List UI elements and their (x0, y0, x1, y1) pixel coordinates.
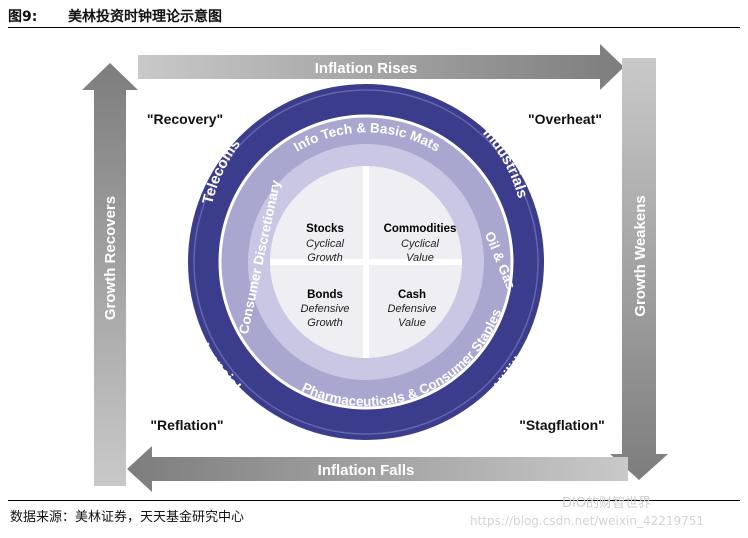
phase-overheat: "Overheat" (528, 111, 602, 127)
ring-arrow-4 (218, 114, 367, 263)
stocks-line1: Cyclical (306, 238, 344, 250)
growth-weakens-arrow: Growth Weakens (610, 58, 668, 480)
figure-number: 图9: (8, 9, 38, 25)
phase-recovery: "Recovery" (147, 111, 223, 127)
ring-arrow-2 (365, 261, 514, 410)
source-note: 数据来源：美林证券，天天基金研究中心 (10, 510, 245, 525)
url-watermark: https://blog.csdn.net/weixin_42219751 (470, 514, 705, 528)
cash-line1: Defensive (388, 303, 437, 315)
quadrant-commodities: Commodities Cyclical Value (384, 223, 457, 264)
ring-arrow-1 (365, 114, 514, 263)
quadrant-cash: Cash Defensive Value (388, 289, 437, 329)
inflation-rises-label: Inflation Rises (315, 60, 418, 77)
bonds-title: Bonds (307, 289, 343, 301)
cash-title: Cash (398, 289, 426, 301)
commodities-title: Commodities (384, 223, 457, 235)
outer-ring-edge (193, 89, 539, 435)
stocks-line2: Growth (307, 252, 342, 264)
growth-weakens-label: Growth Weakens (632, 195, 649, 316)
commodities-line2: Value (406, 252, 434, 264)
clock (188, 84, 544, 440)
figure-caption: 美林投资时钟理论示意图 (68, 9, 222, 25)
inflation-falls-label: Inflation Falls (318, 462, 415, 479)
stocks-title: Stocks (306, 223, 344, 235)
cash-line2: Value (398, 317, 426, 329)
bonds-line1: Defensive (301, 303, 350, 315)
quadrant-stocks: Stocks Cyclical Growth (306, 223, 344, 264)
bottom-rule (8, 500, 740, 501)
quadrant-bonds: Bonds Defensive Growth (301, 289, 350, 329)
inflation-falls-arrow: Inflation Falls (127, 446, 628, 492)
bonds-line2: Growth (307, 317, 342, 329)
phase-stagflation: "Stagflation" (519, 417, 605, 433)
top-rule (8, 27, 740, 28)
growth-recovers-arrow: Growth Recovers (82, 63, 138, 486)
commodities-line1: Cyclical (401, 238, 439, 250)
phase-reflation: "Reflation" (150, 417, 223, 433)
wechat-watermark: DIO的财智世界 (562, 496, 652, 511)
growth-recovers-label: Growth Recovers (102, 196, 119, 320)
figure-title: 图9: 美林投资时钟理论示意图 (8, 6, 222, 26)
ring-arrow-3 (218, 261, 367, 410)
inflation-rises-arrow: Inflation Rises (138, 44, 624, 90)
